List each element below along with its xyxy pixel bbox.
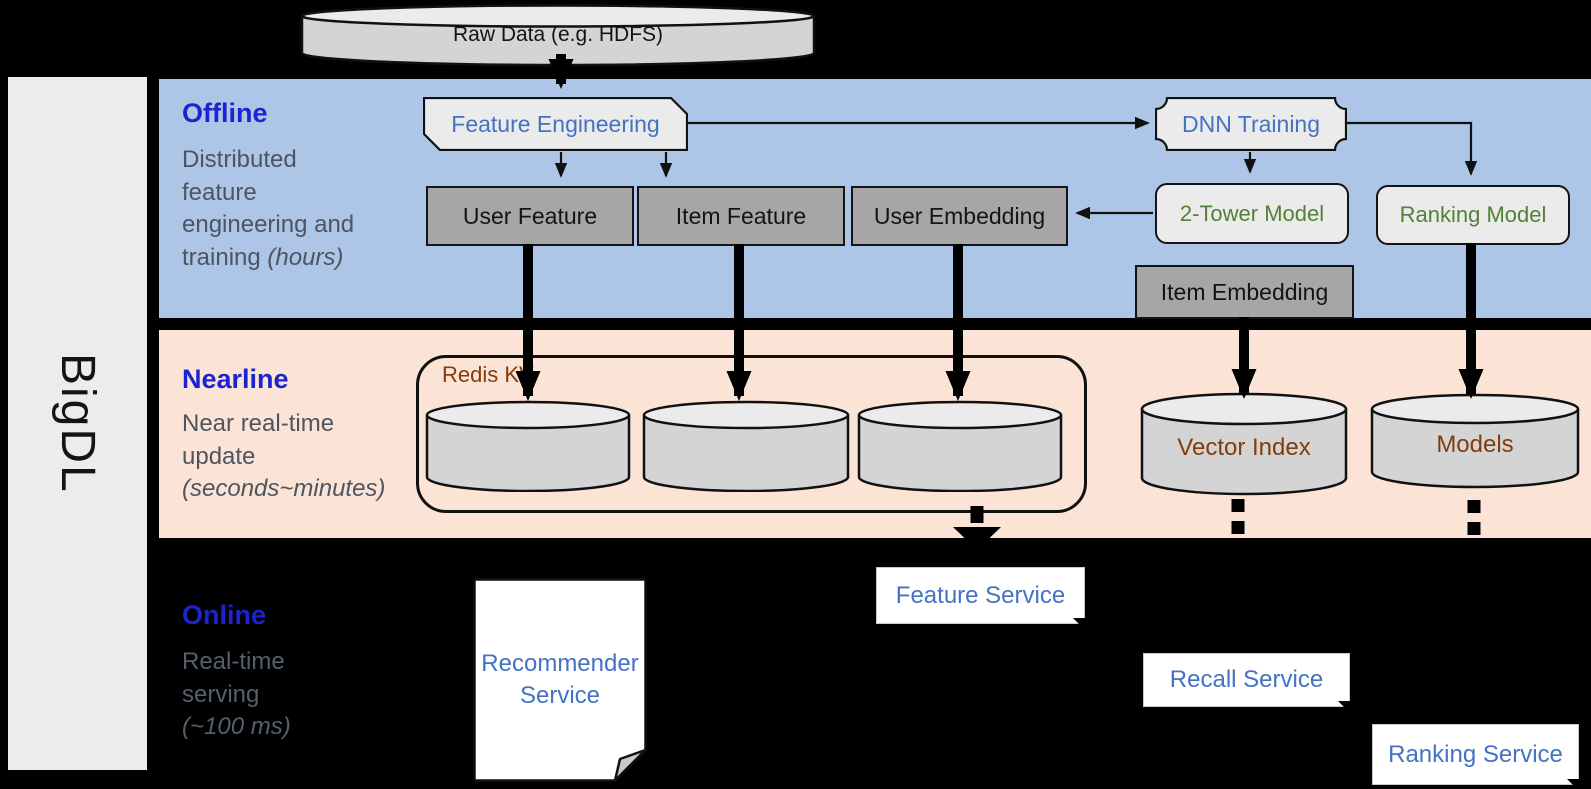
offline-description: Distributed feature engineering and trai…	[182, 144, 372, 275]
item-embedding-node: Item Embedding	[1135, 265, 1354, 319]
offline-title: Offline	[182, 98, 268, 128]
online-desc-text: Real-time serving	[182, 648, 285, 708]
ranking-model-node: Ranking Model	[1376, 185, 1570, 245]
vector-index-label: Vector Index	[1177, 434, 1311, 461]
recall-service-node: Recall Service	[1143, 653, 1351, 714]
ranking-service-node: Ranking Service	[1372, 724, 1580, 789]
two-tower-model-node: 2-Tower Model	[1155, 183, 1349, 244]
bigdl-sidebar: BigDL	[8, 77, 147, 770]
brand-vertical-label: BigDL	[51, 353, 104, 494]
redis-kv-label: Redis KV	[442, 362, 534, 387]
vector-index-store: Vector Index	[1140, 392, 1348, 497]
kv-cylinder-1	[425, 400, 631, 492]
feature-engineering-shape	[423, 97, 688, 151]
recommender-service-doc: Recommender Service	[473, 578, 647, 782]
kv-cylinder-2	[642, 400, 850, 492]
nearline-desc-text: Near real-time update	[182, 410, 335, 470]
redis-kv-container	[416, 355, 1087, 513]
dnn-training-node: DNN Training	[1155, 97, 1347, 151]
user-embedding-node: User Embedding	[851, 186, 1068, 246]
online-description: Real-time serving (~100 ms)	[182, 646, 304, 744]
feature-service-node: Feature Service	[876, 567, 1086, 631]
item-feature-node: Item Feature	[637, 186, 845, 246]
kv-cylinder-3	[857, 400, 1063, 492]
raw-data-label: Raw Data (e.g. HDFS)	[452, 23, 664, 46]
nearline-title: Nearline	[182, 364, 289, 394]
feature-engineering-node: Feature Engineering	[423, 97, 688, 151]
nearline-description: Near real-time update (seconds~minutes)	[182, 408, 400, 506]
nearline-desc-italic: (seconds~minutes)	[182, 475, 386, 503]
online-desc-italic: (~100 ms)	[182, 713, 291, 741]
models-label: Models	[1436, 431, 1514, 458]
feature-engineering-label: Feature Engineering	[451, 110, 660, 137]
offline-desc-text: Distributed feature engineering and trai…	[182, 146, 355, 271]
recommender-service-label: Recommender Service	[481, 649, 639, 709]
offline-desc-italic: (hours)	[267, 243, 344, 271]
dnn-training-label: DNN Training	[1181, 110, 1321, 137]
user-feature-node: User Feature	[426, 186, 634, 246]
dnn-training-shape	[1155, 97, 1347, 151]
models-store: Models	[1370, 393, 1580, 490]
document-shape	[473, 578, 647, 782]
online-title: Online	[182, 600, 267, 630]
